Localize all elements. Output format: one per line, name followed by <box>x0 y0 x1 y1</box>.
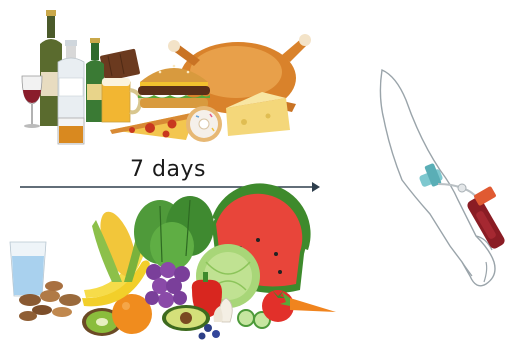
avocado-icon <box>162 305 210 331</box>
water-glass-icon <box>10 242 46 296</box>
donut-icon <box>186 106 222 142</box>
tomato-icon <box>262 290 294 322</box>
beer-bottle-icon <box>86 38 104 122</box>
grapes-icon <box>145 262 190 308</box>
wine-glass-icon <box>22 76 42 128</box>
unhealthy-food-cluster <box>22 10 311 144</box>
arm-blood-draw-illustration <box>380 70 506 286</box>
timeline-label: 7 days <box>118 157 218 182</box>
chocolate-icon <box>100 49 141 82</box>
healthy-food-cluster <box>10 183 336 339</box>
beer-mug-icon <box>102 78 140 122</box>
whiskey-glass-icon <box>58 118 84 144</box>
